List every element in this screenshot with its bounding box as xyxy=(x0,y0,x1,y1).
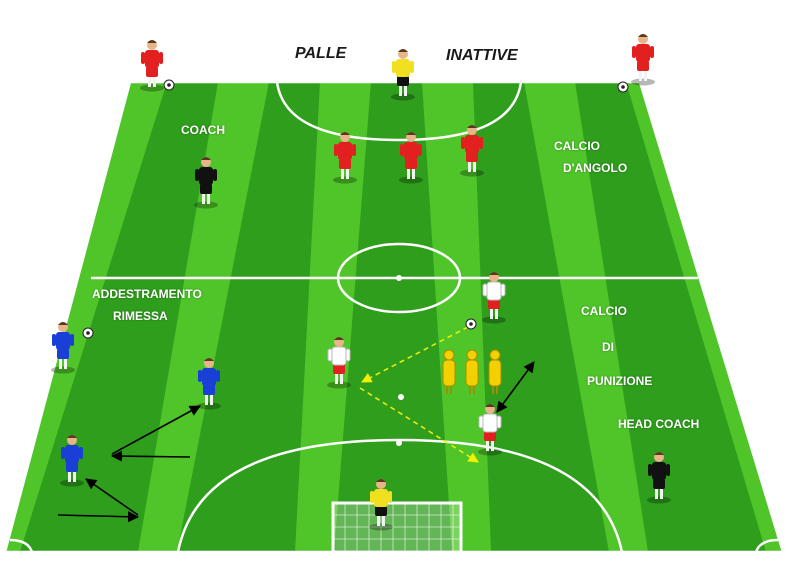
movement-arrows xyxy=(57,361,535,523)
red-player-icon xyxy=(460,125,484,177)
ball-icon xyxy=(465,318,477,330)
label-freekick-2: DI xyxy=(602,340,614,354)
goal-icon xyxy=(331,501,463,561)
title-left: PALLE xyxy=(295,45,347,62)
pitch-lines xyxy=(3,80,785,554)
white-player-icon xyxy=(327,337,351,389)
pass-line xyxy=(361,326,469,383)
label-corner-1: CALCIO xyxy=(554,139,600,153)
ball-icon xyxy=(82,327,94,339)
white-player-icon xyxy=(478,404,502,456)
ball-icon xyxy=(617,81,629,93)
red-player-icon xyxy=(631,34,655,86)
red-player-icon xyxy=(399,132,423,184)
label-coach: COACH xyxy=(181,123,225,137)
coach-icon xyxy=(194,157,218,209)
goalkeeper-icon xyxy=(391,49,415,101)
ball-icon xyxy=(163,79,175,91)
goalkeeper-icon xyxy=(369,479,393,531)
label-throwin-2: RIMESSA xyxy=(113,309,168,323)
title-right: INATTIVE xyxy=(446,47,518,64)
label-corner-2: D'ANGOLO xyxy=(563,161,628,175)
blue-player-icon xyxy=(51,322,75,374)
label-head-coach: HEAD COACH xyxy=(618,417,700,431)
blue-player-icon xyxy=(197,358,221,410)
label-throwin-1: ADDESTRAMENTO xyxy=(92,287,202,301)
blue-player-icon xyxy=(60,435,84,487)
red-player-icon xyxy=(333,132,357,184)
coach-icon xyxy=(647,452,671,504)
white-player-icon xyxy=(482,272,506,324)
label-freekick-3: PUNIZIONE xyxy=(587,374,653,388)
red-player-icon xyxy=(140,40,164,92)
label-freekick-1: CALCIO xyxy=(581,304,627,318)
